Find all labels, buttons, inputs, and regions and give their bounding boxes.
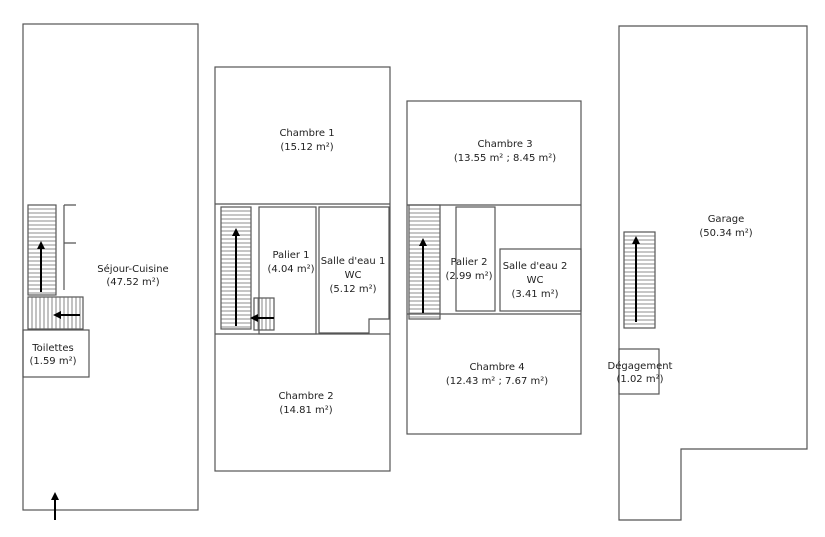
palier2-name: Palier 2 bbox=[450, 257, 487, 268]
sejour-area: (47.52 m²) bbox=[106, 277, 159, 288]
chambre3-area: (13.55 m² ; 8.45 m²) bbox=[454, 153, 556, 164]
degagement-room bbox=[618, 348, 660, 395]
staircase-first bbox=[220, 206, 275, 331]
level-second-floor: Chambre 3 (13.55 m² ; 8.45 m²) Palier 2 … bbox=[406, 100, 582, 435]
level-ground-floor: Séjour-Cuisine (47.52 m²) Toilettes (1.5… bbox=[22, 23, 199, 520]
palier1-room bbox=[258, 206, 317, 335]
garage-outline bbox=[618, 25, 808, 521]
ground-floor-outline bbox=[22, 23, 199, 511]
staircase-ground bbox=[27, 204, 84, 330]
palier2-area: (2.99 m²) bbox=[446, 271, 493, 282]
degagement-area: (1.02 m²) bbox=[617, 374, 664, 385]
chambre4-area: (12.43 m² ; 7.67 m²) bbox=[446, 376, 548, 387]
chambre4-name: Chambre 4 bbox=[469, 362, 524, 373]
salle1-name2: WC bbox=[345, 270, 362, 281]
salle2-name2: WC bbox=[527, 275, 544, 286]
stair-wall bbox=[63, 204, 76, 290]
chambre2-area: (14.81 m²) bbox=[279, 405, 332, 416]
chambre3-name: Chambre 3 bbox=[477, 139, 532, 150]
garage-name: Garage bbox=[708, 214, 745, 225]
sejour-name: Séjour-Cuisine bbox=[97, 263, 168, 275]
salle2-name: Salle d'eau 2 bbox=[503, 261, 568, 272]
palier1-name: Palier 1 bbox=[272, 250, 309, 261]
toilettes-name: Toilettes bbox=[31, 343, 73, 354]
chambre1-area: (15.12 m²) bbox=[280, 142, 333, 153]
salle1-room bbox=[318, 206, 390, 334]
level-first-floor: Chambre 1 (15.12 m²) Palier 1 (4.04 m²) … bbox=[214, 66, 391, 472]
chambre1-name: Chambre 1 bbox=[279, 128, 334, 139]
salle1-area: (5.12 m²) bbox=[330, 284, 377, 295]
garage-area: (50.34 m²) bbox=[699, 228, 752, 239]
salle1-name: Salle d'eau 1 bbox=[321, 256, 386, 267]
first-floor-outline bbox=[214, 66, 391, 472]
chambre2-name: Chambre 2 bbox=[278, 391, 333, 402]
toilettes-area: (1.59 m²) bbox=[30, 356, 77, 367]
palier2-room bbox=[455, 206, 496, 312]
staircase-second bbox=[408, 204, 441, 320]
salle2-area: (3.41 m²) bbox=[512, 289, 559, 300]
salle2-room bbox=[499, 248, 582, 312]
degagement-name: Dégagement bbox=[608, 360, 673, 372]
toilettes-room bbox=[22, 329, 90, 378]
palier1-area: (4.04 m²) bbox=[268, 264, 315, 275]
level-garage: Garage (50.34 m²) Dégagement (1.02 m²) bbox=[608, 25, 808, 521]
staircase-garage bbox=[623, 231, 656, 329]
